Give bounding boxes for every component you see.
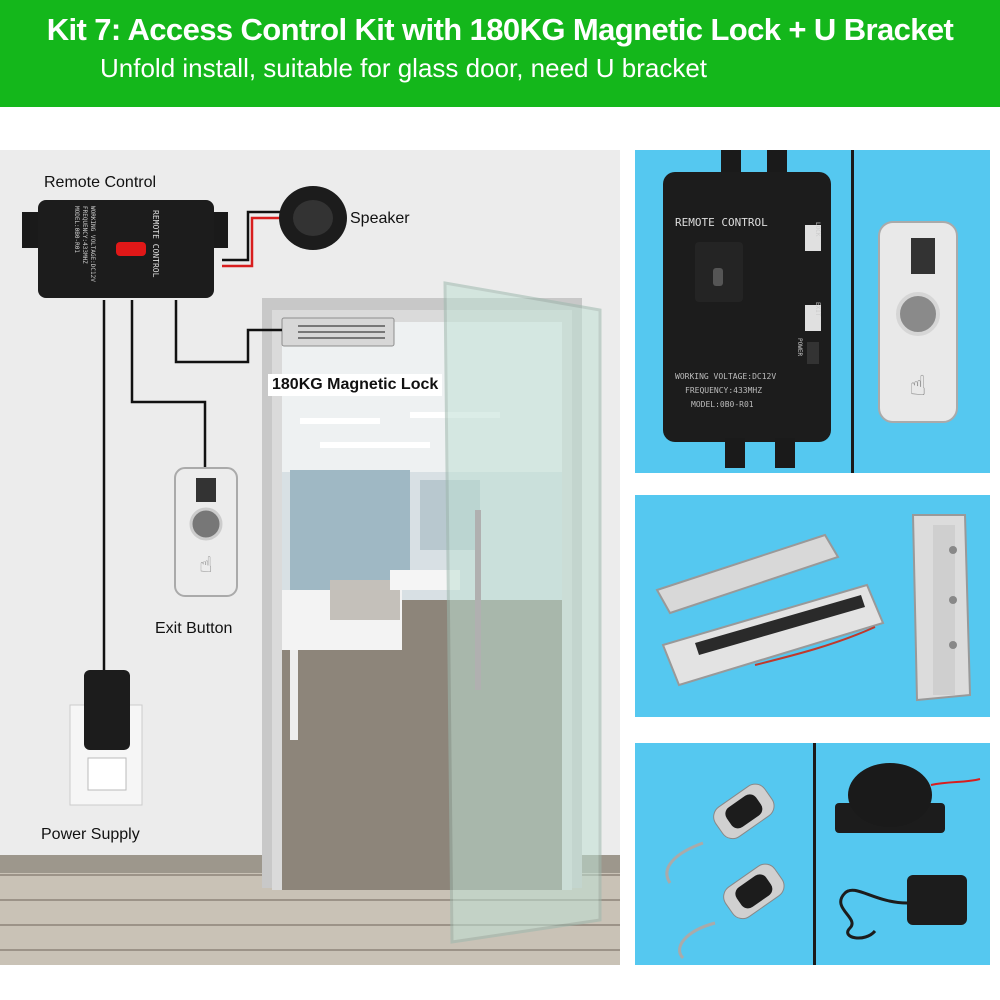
svg-text:☝: ☝ <box>199 553 212 578</box>
svg-text:☝: ☝ <box>909 369 926 402</box>
installation-diagram: ☝ Remote Control Speaker 180KG Magnetic … <box>0 150 620 965</box>
power-supply-label: Power Supply <box>41 826 140 843</box>
controller-name-text: REMOTE CONTROL <box>151 210 160 278</box>
product-panel-accessories <box>635 743 990 965</box>
controller-product-voltage: WORKING VOLTAGE:DC12V <box>675 372 777 381</box>
speaker-label: Speaker <box>350 210 410 227</box>
side-label-exit: EXIT <box>814 302 821 317</box>
controller-product-art: ☝ <box>663 150 958 473</box>
controller-frequency-text: FREQUENCY:433MHZ <box>81 206 88 264</box>
exit-button-label: Exit Button <box>155 620 233 637</box>
installation-scene-art: ☝ <box>0 150 620 965</box>
page-title: Kit 7: Access Control Kit with 180KG Mag… <box>46 12 954 47</box>
side-label-power: POWER <box>796 338 803 357</box>
product-panel-controller: ☝ REMOTE CONTROL WORKING VOLTAGE:DC12V F… <box>635 150 990 473</box>
product-panel-lock <box>635 495 990 717</box>
accessories-product-art <box>665 743 981 965</box>
side-label-lock: LOCK <box>814 222 821 237</box>
header-banner: Kit 7: Access Control Kit with 180KG Mag… <box>0 0 1000 107</box>
lock-product-art <box>655 514 972 702</box>
page-subtitle: Unfold install, suitable for glass door,… <box>100 53 708 83</box>
controller-model-text: MODEL:0B0-R01 <box>73 206 80 253</box>
controller-product-name: REMOTE CONTROL <box>675 216 768 229</box>
controller-product-frequency: FREQUENCY:433MHZ <box>685 386 763 395</box>
controller-voltage-text: WORKING VOLTAGE:DC12V <box>89 206 96 282</box>
lock-label: 180KG Magnetic Lock <box>268 374 443 396</box>
remote-control-label: Remote Control <box>44 174 157 191</box>
controller-product-model: MODEL:0B0-R01 <box>691 400 754 409</box>
